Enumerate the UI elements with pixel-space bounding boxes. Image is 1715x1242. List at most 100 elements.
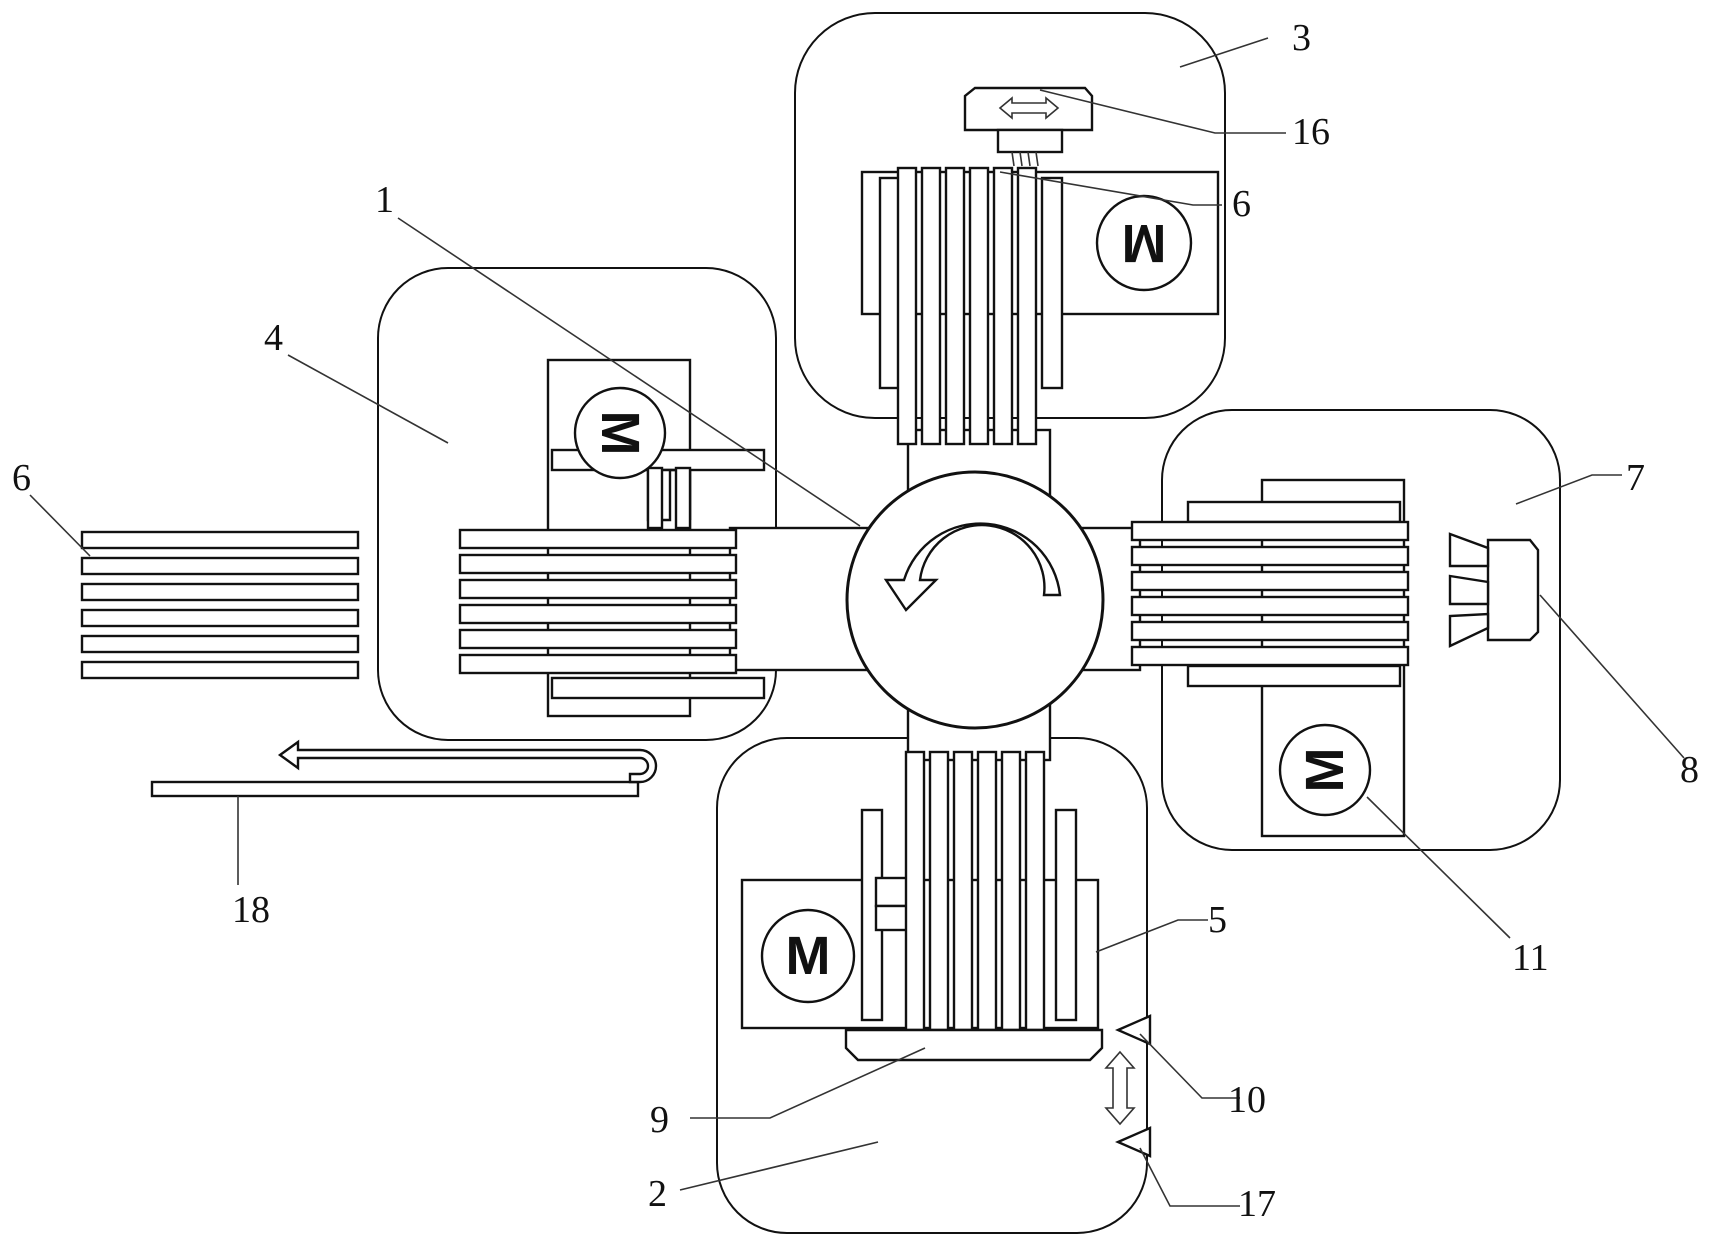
plate (920, 166, 942, 446)
leader-6-top (999, 171, 1222, 206)
plate (1130, 545, 1410, 567)
turntable-disc (845, 470, 1105, 730)
nozzle-icon (1448, 532, 1490, 568)
tray-9 (844, 1028, 1104, 1062)
stacked-plate (80, 634, 360, 654)
plate (896, 166, 918, 446)
plate (952, 750, 974, 1032)
stacked-plate (80, 608, 360, 628)
plate (458, 603, 738, 625)
callout-3: 3 (1292, 17, 1311, 59)
plate (1130, 520, 1410, 542)
callout-7: 7 (1626, 457, 1645, 499)
plate (1130, 595, 1410, 617)
turntable-1 (845, 470, 1105, 730)
callout-16: 16 (1292, 111, 1330, 153)
station-4-motor (573, 386, 667, 480)
nozzle-icon (1448, 612, 1490, 648)
return-arrow-icon (277, 739, 658, 784)
station-4-bottom-bar (550, 676, 766, 700)
leader-lines (29, 37, 1685, 1207)
plate (458, 628, 738, 650)
station-4-motor-letter: M (590, 411, 650, 456)
plate (458, 578, 738, 600)
plate (1130, 570, 1410, 592)
callout-8: 8 (1680, 749, 1699, 791)
station-7-plates (1130, 520, 1410, 667)
station-7-bottom-bar (1186, 664, 1402, 688)
station-2-motor (760, 908, 856, 1004)
device-16-body (963, 86, 1094, 132)
conveyor-18 (150, 739, 658, 798)
callout-2: 2 (648, 1173, 667, 1215)
plate (1016, 166, 1038, 446)
callout-6-top: 6 (1232, 183, 1251, 225)
callout-18: 18 (232, 889, 270, 931)
leader-4 (287, 354, 449, 444)
double-arrow-icon (998, 96, 1060, 120)
device-16-nozzle (996, 128, 1064, 154)
plate (1130, 645, 1410, 667)
conveyor-belt (150, 780, 640, 798)
station-3-motor-letter: M (1122, 213, 1167, 273)
station-2-bracket (874, 904, 910, 932)
device-16 (963, 86, 1094, 167)
station-2-motor-letter: M (786, 926, 831, 986)
plate (458, 553, 738, 575)
plate (904, 750, 926, 1032)
station-2-side-plate-right (1054, 808, 1078, 1022)
leader-17 (1139, 1147, 1240, 1207)
sensor-17-triangle (1115, 1126, 1152, 1158)
plate (976, 750, 998, 1032)
spray-icon (1011, 151, 1039, 167)
plate (1000, 750, 1022, 1032)
leader-2 (679, 1141, 879, 1191)
station-2-mechanism: M (740, 750, 1152, 1158)
station-4-plates (458, 528, 738, 675)
callout-labels: 1 4 3 16 6 6 7 8 11 18 5 9 2 10 17 (12, 17, 1699, 1225)
plate (1024, 750, 1046, 1032)
leader-10 (1139, 1033, 1240, 1099)
station-3-plates (896, 166, 1038, 446)
station-4-mechanism: M (458, 358, 766, 718)
station-7-mechanism: M (1130, 478, 1540, 838)
callout-10: 10 (1228, 1079, 1266, 1121)
device-8 (1448, 532, 1540, 648)
station-7-top-bar (1186, 500, 1402, 524)
plate-stack-6 (80, 530, 360, 680)
leader-9 (690, 1047, 926, 1119)
stacked-plate (80, 556, 360, 576)
plate (928, 750, 950, 1032)
nozzle-icon (1448, 574, 1490, 606)
leader-7 (1515, 474, 1622, 505)
rotation-arrow-icon (883, 522, 1062, 612)
station-7-motor-letter: M (1295, 748, 1355, 793)
vertical-double-arrow-icon (1104, 1050, 1136, 1126)
leader-3 (1179, 37, 1269, 68)
station-3-mechanism: M (860, 86, 1220, 446)
leader-8 (1539, 594, 1685, 759)
leader-16 (1039, 89, 1286, 134)
callout-5: 5 (1208, 899, 1227, 941)
stacked-plate (80, 530, 360, 550)
station-2-plates (904, 750, 1046, 1032)
callout-17: 17 (1238, 1183, 1276, 1225)
stacked-plate (80, 660, 360, 680)
callout-1: 1 (375, 179, 394, 221)
leader-1 (397, 217, 861, 527)
plate (1130, 620, 1410, 642)
plate (944, 166, 966, 446)
callout-4: 4 (264, 317, 283, 359)
plate (458, 653, 738, 675)
station-7-motor (1278, 723, 1372, 817)
callout-6-left: 6 (12, 457, 31, 499)
plate (992, 166, 1014, 446)
plate (458, 528, 738, 550)
callout-11: 11 (1512, 937, 1549, 979)
station-4-enclosure (377, 267, 777, 741)
station-4-post-right (674, 466, 692, 530)
leader-6-left (29, 494, 91, 557)
station-3-side-plate-right (1040, 176, 1064, 390)
callout-9: 9 (650, 1099, 669, 1141)
